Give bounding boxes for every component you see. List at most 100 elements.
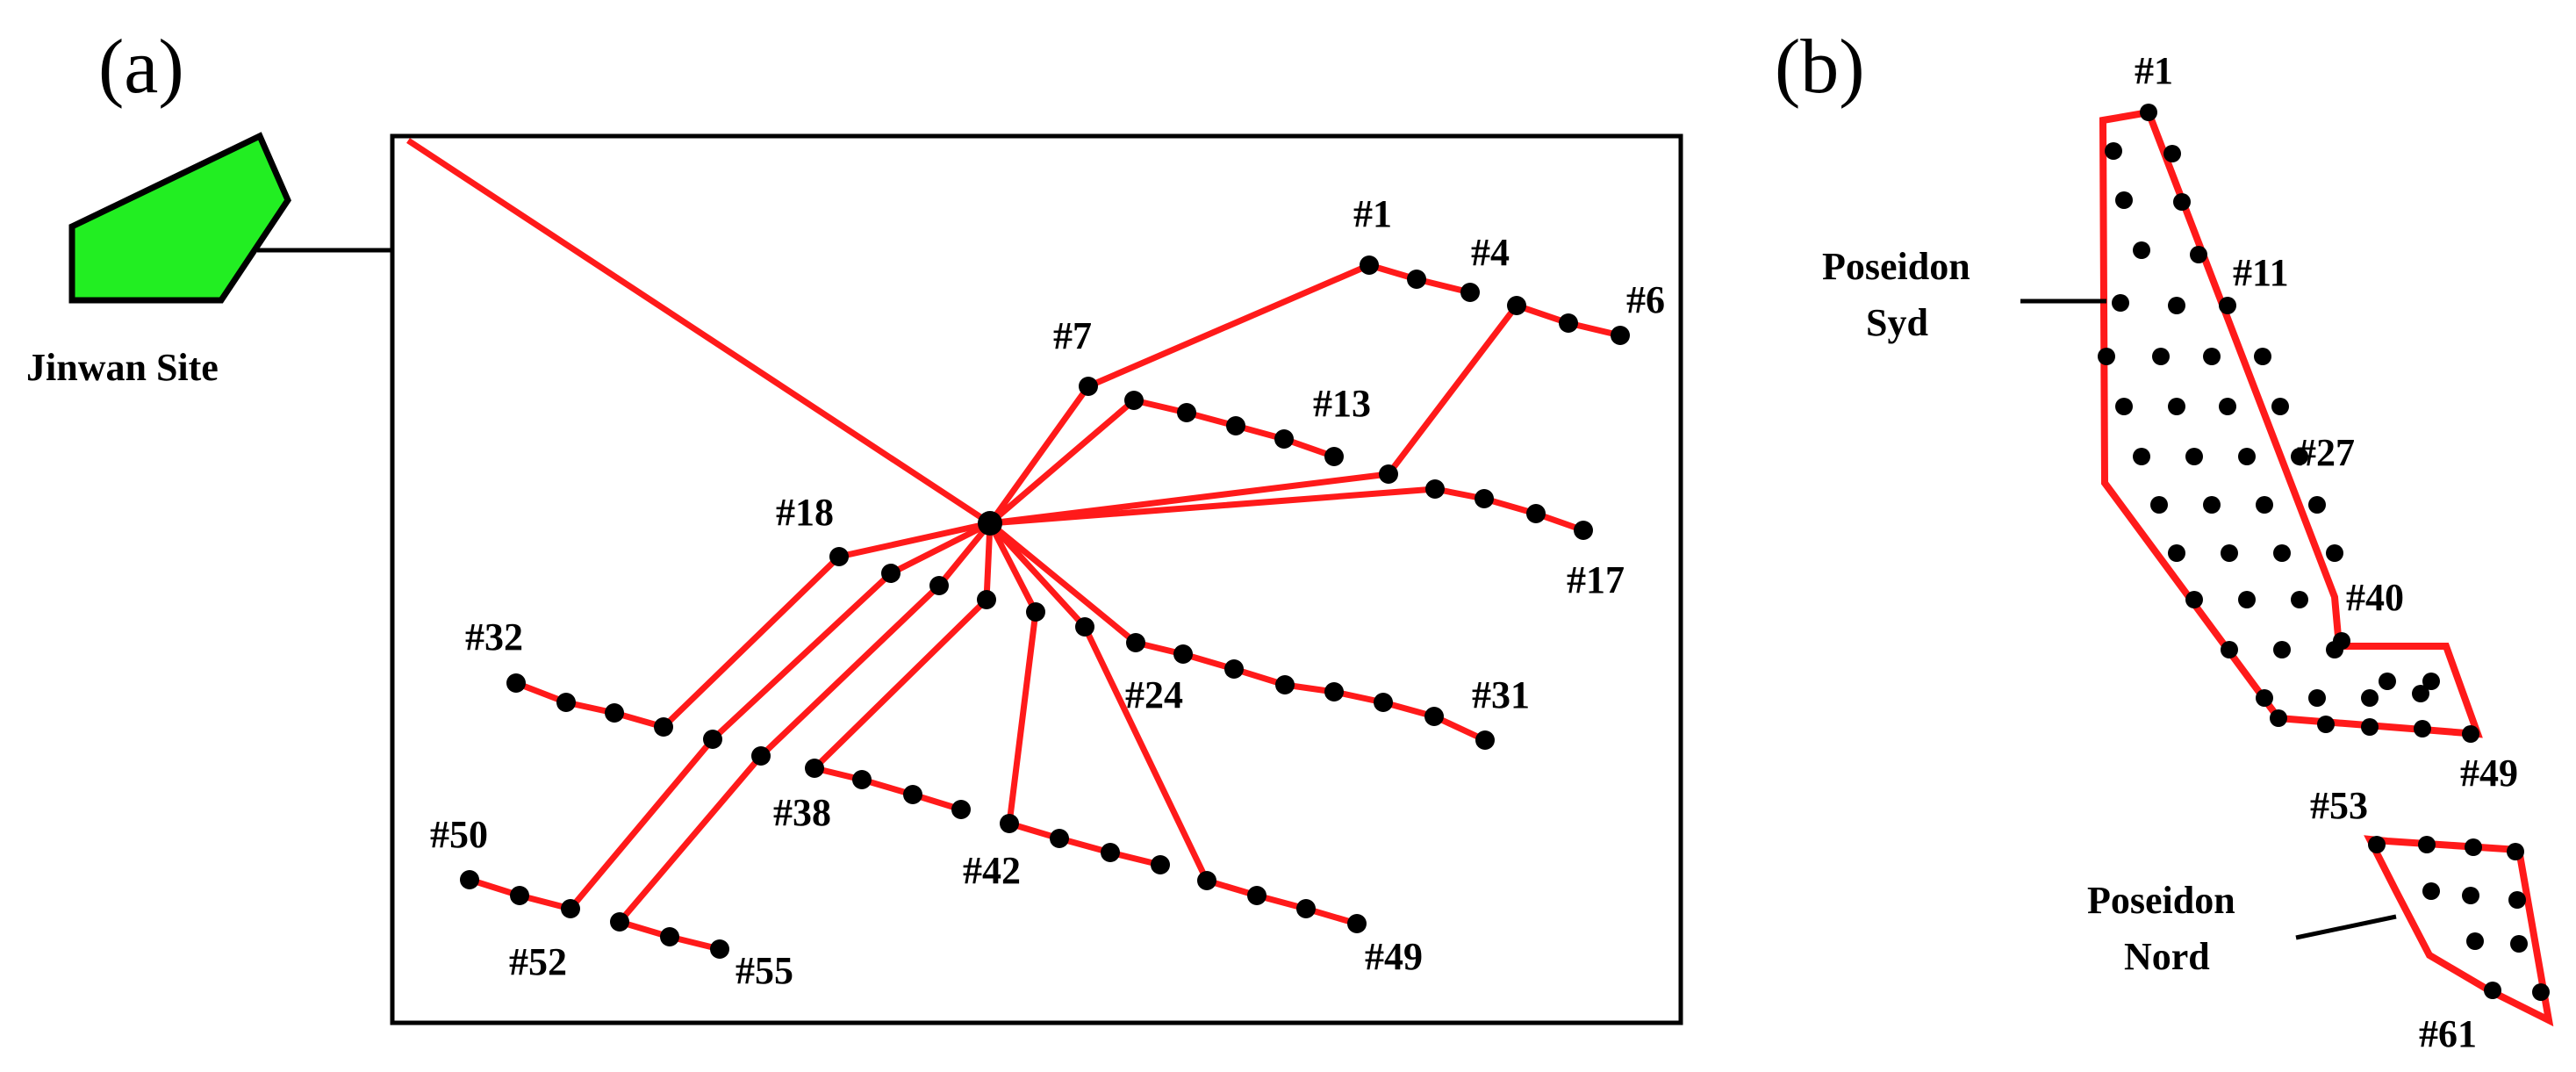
turbine-dot: [1226, 416, 1245, 435]
wind-farm-frame: [390, 133, 1683, 1025]
turbine-dot: [2418, 836, 2436, 853]
label-a-7: #7: [1053, 314, 1092, 357]
turbine-dot: [805, 759, 824, 778]
turbine-dot: [1026, 602, 1045, 622]
poseidon-nord-label-2: Nord: [2124, 935, 2210, 978]
turbine-dot: [2462, 725, 2479, 743]
poseidon-nord-leader: [2295, 914, 2397, 940]
turbine-dot: [2163, 145, 2181, 162]
turbine-dot: [2185, 448, 2203, 465]
turbine-dot: [1101, 843, 1120, 862]
turbine-dot: [1379, 464, 1398, 484]
turbine-dot: [1611, 326, 1630, 345]
turbine-dot: [2238, 591, 2256, 608]
turbine-dot: [1126, 633, 1145, 652]
turbine-dot: [1247, 886, 1266, 905]
turbine-dot: [1360, 255, 1379, 275]
label-b-40: #40: [2346, 576, 2404, 619]
turbine-dot: [460, 870, 479, 889]
label-b-11: #11: [2233, 251, 2289, 294]
turbine-dot: [1000, 814, 1019, 833]
turbine-dot: [1224, 659, 1244, 679]
turbine-layer: [460, 255, 1630, 959]
label-b-27: #27: [2297, 431, 2355, 474]
turbine-dot: [2308, 689, 2326, 707]
turbine-dot: [1424, 707, 1444, 726]
turbine-dot: [2414, 720, 2431, 737]
label-a-17: #17: [1567, 558, 1625, 601]
turbine-dot: [2168, 398, 2185, 415]
turbine-dot: [2105, 142, 2122, 160]
label-a-1: #1: [1353, 192, 1392, 235]
label-a-24: #24: [1125, 673, 1183, 716]
turbine-dot: [2271, 398, 2289, 415]
turbine-dot: [610, 912, 629, 932]
turbine-dot: [2150, 496, 2168, 514]
label-a-31: #31: [1472, 673, 1530, 716]
turbine-dot: [929, 576, 949, 595]
turbine-dot: [2465, 838, 2482, 856]
turbine-dot: [829, 547, 849, 566]
turbine-dot: [2256, 496, 2273, 514]
turbine-dot: [2112, 294, 2129, 312]
turbine-grid-layer: [2098, 104, 2550, 1001]
turbine-dot: [2115, 191, 2133, 209]
turbine-dot: [2256, 689, 2273, 707]
turbine-dot: [1079, 377, 1098, 396]
turbine-dot: [1460, 283, 1480, 302]
panel-a: (a) Jinwan Site #1 #4 #6 #7 #13 #17 #18 …: [26, 25, 1683, 1025]
turbine-dot: [2462, 887, 2479, 904]
turbine-dot: [2115, 398, 2133, 415]
turbine-dot: [1526, 504, 1546, 523]
turbine-dot: [1425, 479, 1445, 499]
turbine-dot: [1197, 871, 1216, 890]
jinwan-site-shape: [68, 132, 291, 304]
turbine-dot: [1324, 447, 1344, 466]
poseidon-nord-label-1: Poseidon: [2087, 879, 2235, 922]
turbine-dot: [2422, 882, 2440, 900]
turbine-dot: [2368, 836, 2386, 853]
cable-line: [987, 262, 1471, 526]
label-a-52: #52: [509, 940, 567, 983]
turbine-dot: [1296, 899, 1316, 918]
turbine-dot: [1124, 391, 1144, 410]
turbine-dot: [2152, 348, 2170, 365]
label-b-53: #53: [2310, 784, 2368, 827]
label-a-38: #38: [773, 791, 831, 834]
poseidon-syd-label-2: Syd: [1866, 301, 1928, 344]
turbine-dot: [1275, 675, 1295, 694]
turbine-dot: [1324, 682, 1344, 701]
turbine-dot: [2507, 843, 2524, 860]
cable-line: [987, 521, 1358, 927]
turbine-dot: [2270, 709, 2287, 727]
turbine-dot: [2168, 297, 2185, 314]
turbine-dot: [1050, 829, 1069, 848]
poseidon-nord-boundary: [2364, 835, 2554, 1027]
turbine-dot: [556, 693, 576, 712]
jinwan-site-label: Jinwan Site: [26, 346, 219, 389]
label-a-42: #42: [963, 849, 1021, 892]
turbine-dot: [1274, 429, 1294, 449]
cable-line: [468, 520, 992, 912]
turbine-dot: [2361, 689, 2379, 707]
panel-a-label: (a): [98, 25, 184, 110]
cable-line: [987, 521, 1487, 744]
label-b-61: #61: [2419, 1012, 2477, 1055]
offshore-substation: [978, 511, 1002, 536]
panel-b-label: (b): [1775, 25, 1865, 110]
turbine-dot: [881, 564, 901, 583]
label-a-13: #13: [1313, 382, 1371, 425]
turbine-dot: [951, 800, 971, 819]
turbine-dot: [2254, 348, 2271, 365]
turbine-dot: [2190, 246, 2207, 263]
panel-b: (b) Poseidon Syd Poseidon Nord #1 #11 #2…: [1775, 25, 2554, 1055]
turbine-dot: [2422, 673, 2440, 690]
label-a-4: #4: [1471, 231, 1510, 274]
turbine-dot: [977, 590, 996, 609]
turbine-dot: [2219, 297, 2236, 314]
turbine-dot: [1475, 489, 1494, 508]
turbine-dot: [2412, 685, 2429, 702]
turbine-dot: [2273, 641, 2291, 658]
turbine-dot: [2238, 448, 2256, 465]
